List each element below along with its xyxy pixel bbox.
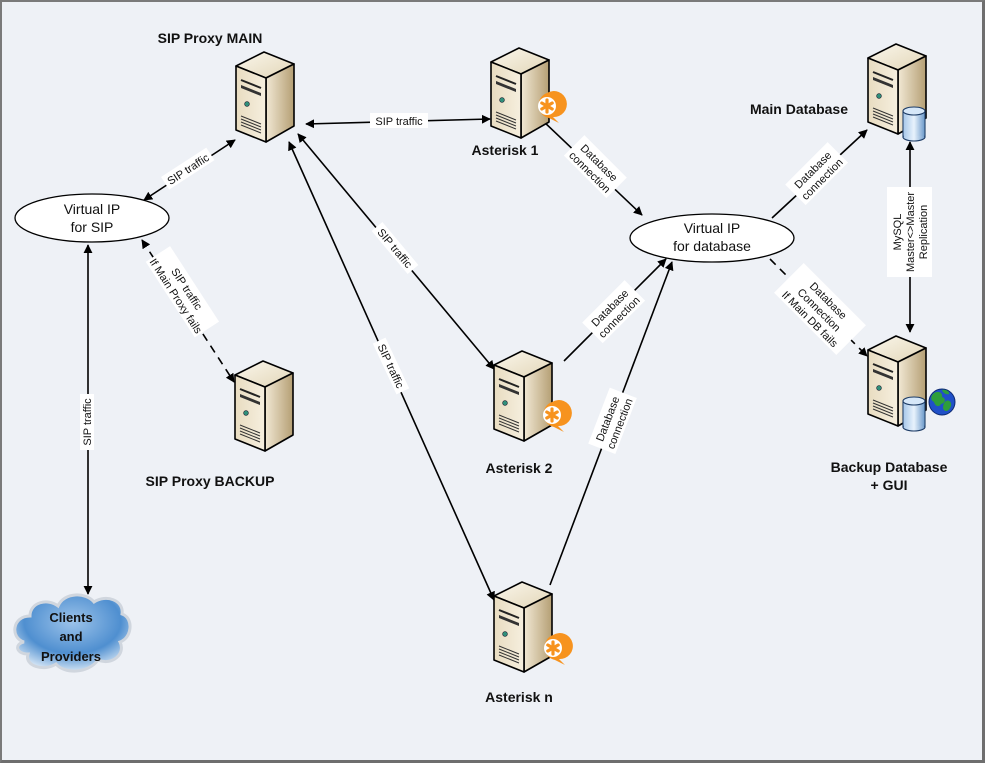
- virtual-ip-db-ellipse: [629, 213, 795, 263]
- sip-proxy-backup-label: SIP Proxy BACKUP: [146, 473, 275, 489]
- globe-icon: [928, 388, 956, 416]
- edge-label-asterisk-n-to-vip-db: Database connection: [588, 387, 637, 455]
- svg-text:Asterisk n: Asterisk n: [485, 689, 553, 705]
- edge-label-main-to-asterisk-n: SIP traffic: [372, 337, 410, 395]
- svg-text:MySQL: MySQL: [892, 214, 904, 251]
- svg-text:Asterisk 2: Asterisk 2: [486, 460, 553, 476]
- svg-text:for SIP: for SIP: [71, 219, 114, 235]
- server-icon: [493, 581, 553, 673]
- node-virtual-ip-db[interactable]: Virtual IP for database: [629, 213, 795, 263]
- edge-label-vip-db-to-backup-db: Database Connection If Main DB fails: [774, 263, 866, 355]
- node-asterisk-1[interactable]: Asterisk 1: [472, 47, 569, 158]
- virtual-ip-sip-ellipse: [14, 193, 170, 243]
- node-clients-providers[interactable]: Clients and Providers: [13, 593, 132, 673]
- edge-label-vip-sip-to-backup: SIP traffic If Main Proxy fails: [145, 246, 220, 338]
- server-icon: [234, 360, 294, 452]
- svg-text:Backup Database: Backup Database: [831, 459, 948, 475]
- svg-text:for database: for database: [673, 238, 751, 254]
- svg-text:Asterisk 1: Asterisk 1: [472, 142, 539, 158]
- edge-label-main-to-asterisk-1: SIP traffic: [370, 113, 428, 128]
- node-sip-proxy-main[interactable]: SIP Proxy MAIN: [158, 30, 295, 143]
- svg-text:Replication: Replication: [918, 205, 930, 259]
- svg-text:SIP traffic: SIP traffic: [82, 398, 94, 446]
- sip-proxy-main-label: SIP Proxy MAIN: [158, 30, 263, 46]
- edge-label-vip-sip-to-clients: SIP traffic: [80, 394, 94, 450]
- server-icon: [235, 51, 295, 143]
- svg-text:Virtual IP: Virtual IP: [684, 220, 741, 236]
- node-asterisk-2[interactable]: Asterisk 2: [486, 350, 574, 476]
- edge-label-replication: MySQL Master<>Master Replication: [887, 187, 932, 277]
- node-backup-database[interactable]: Backup Database + GUI: [831, 335, 956, 493]
- svg-text:Clients: Clients: [49, 610, 92, 625]
- node-sip-proxy-backup[interactable]: SIP Proxy BACKUP: [146, 360, 294, 489]
- node-virtual-ip-sip[interactable]: Virtual IP for SIP: [14, 193, 170, 243]
- svg-text:Main Database: Main Database: [750, 101, 848, 117]
- svg-text:and: and: [59, 629, 82, 644]
- svg-text:Virtual IP: Virtual IP: [64, 201, 121, 217]
- svg-text:SIP traffic: SIP traffic: [375, 116, 423, 128]
- cloud-icon: [13, 593, 132, 673]
- svg-text:Providers: Providers: [41, 649, 101, 664]
- server-icon: [493, 350, 553, 442]
- database-icon: [902, 396, 926, 432]
- database-icon: [902, 106, 926, 142]
- svg-text:Master<>Master: Master<>Master: [905, 192, 917, 272]
- edge-label-asterisk-1-to-vip-db: Database connection: [563, 135, 627, 199]
- node-asterisk-n[interactable]: Asterisk n: [485, 581, 575, 705]
- svg-text:+ GUI: + GUI: [871, 477, 908, 493]
- edge-label-vip-db-to-main-db: Database connection: [785, 142, 849, 206]
- svg-text:SIP traffic: SIP traffic: [374, 227, 414, 271]
- edge-label-main-to-asterisk-2: SIP traffic: [371, 222, 419, 274]
- server-icon: [490, 47, 550, 139]
- node-main-database[interactable]: Main Database: [750, 43, 927, 142]
- edge-label-vip-sip-to-main: SIP traffic: [160, 147, 215, 190]
